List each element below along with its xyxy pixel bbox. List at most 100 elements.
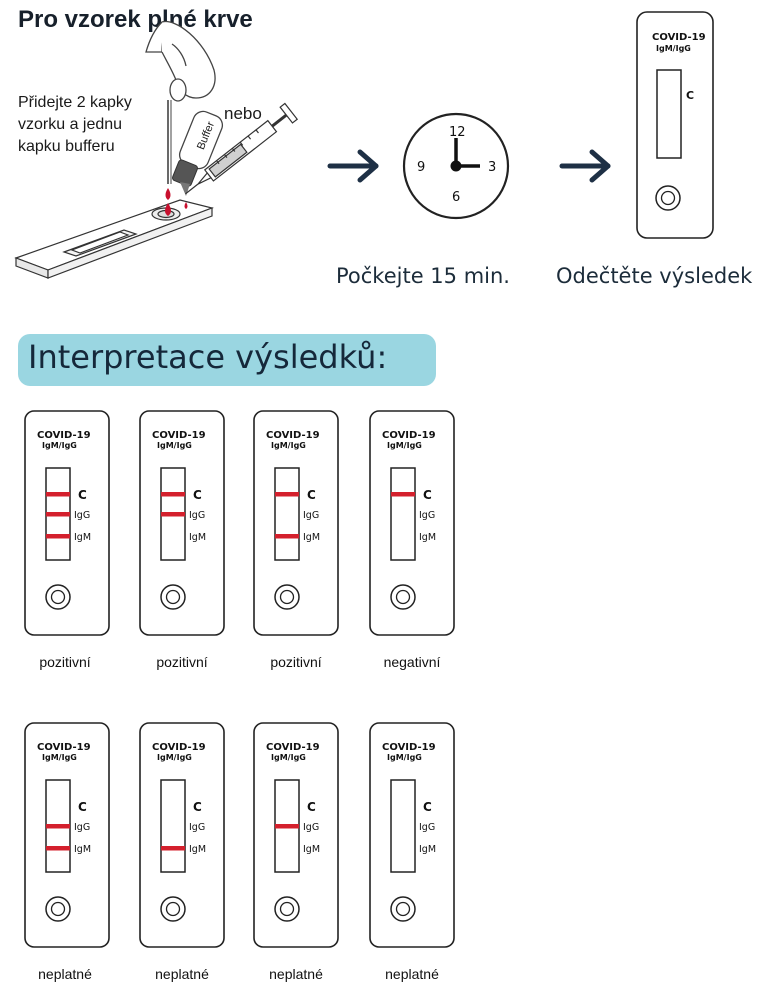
test-line-c	[161, 492, 185, 497]
cassette-subtitle: IgM/IgG	[271, 441, 306, 450]
control-line-label: C	[78, 800, 87, 814]
cassette-title: COVID-19	[152, 742, 206, 753]
test-line-c	[46, 492, 70, 497]
sample-well-inner	[50, 589, 66, 605]
control-line-label: C	[307, 488, 316, 502]
igg-line-label: IgG	[74, 822, 90, 833]
control-line-label: C	[307, 800, 316, 814]
wait-caption: Počkejte 15 min.	[336, 264, 510, 288]
cassette-title: COVID-19	[266, 430, 320, 441]
cassette-subtitle: IgM/IgG	[157, 753, 192, 762]
test-line-c	[275, 492, 299, 497]
result-label: neplatné	[38, 966, 92, 982]
test-line-c	[391, 492, 415, 497]
igg-line-label: IgG	[419, 510, 435, 521]
test-cassette-perspective	[14, 199, 215, 279]
arrow-right-icon	[327, 149, 379, 183]
syringe	[185, 102, 299, 195]
result-label: pozitivní	[156, 654, 208, 670]
test-line-igm	[46, 846, 70, 851]
cassette-subtitle: IgM/IgG	[387, 441, 422, 450]
control-line-label: C	[423, 488, 432, 502]
igg-line-label: IgG	[303, 510, 319, 521]
hand-pipette	[145, 20, 216, 184]
igm-line-label: IgM	[419, 844, 436, 855]
igm-line-label: IgM	[74, 532, 91, 543]
cassette-subtitle: IgM/IgG	[271, 753, 306, 762]
sample-well-inner	[165, 589, 181, 605]
igg-line-label: IgG	[189, 510, 205, 521]
control-line-label: C	[193, 488, 202, 502]
cassette-title: COVID-19	[382, 742, 436, 753]
instruction-text: Přidejte 2 kapky vzorku a jednu kapku bu…	[18, 94, 132, 155]
cassette-subtitle: IgM/IgG	[656, 44, 691, 53]
result-label: pozitivní	[39, 654, 91, 670]
cassette-title: COVID-19	[152, 430, 206, 441]
result-label: neplatné	[269, 966, 323, 982]
igg-line-label: IgG	[189, 822, 205, 833]
or-label: nebo	[224, 104, 262, 123]
cassette-subtitle: IgM/IgG	[42, 753, 77, 762]
igm-line-label: IgM	[419, 532, 436, 543]
result-label: negativní	[383, 654, 441, 670]
cassette-title: COVID-19	[37, 742, 91, 753]
cassette-title: COVID-19	[266, 742, 320, 753]
control-line-label: C	[193, 800, 202, 814]
buffer-bottle: Buffer	[172, 110, 224, 209]
read-result-caption: Odečtěte výsledek	[556, 264, 753, 288]
test-line-igg	[161, 512, 185, 517]
cassette-title: COVID-19	[652, 32, 706, 43]
clock-number-12: 12	[449, 125, 466, 140]
igm-line-label: IgM	[189, 532, 206, 543]
sample-well-inner	[395, 589, 411, 605]
sample-well-inner	[165, 901, 181, 917]
clock-number-3: 3	[488, 160, 496, 175]
sample-application-illustration: Buffer 12 3 6 9 COVI	[14, 11, 714, 279]
test-line-igm	[275, 534, 299, 539]
igg-line-label: IgG	[419, 822, 435, 833]
arrow-right-icon	[559, 149, 611, 183]
clock-number-9: 9	[417, 160, 425, 175]
result-label: pozitivní	[270, 654, 322, 670]
clock-icon: 12 3 6 9	[402, 112, 510, 220]
cassette-subtitle: IgM/IgG	[387, 753, 422, 762]
result-window	[274, 467, 300, 561]
sample-well-inner	[279, 589, 295, 605]
cassette-title: COVID-19	[382, 430, 436, 441]
sample-well-inner	[50, 901, 66, 917]
test-line-igg	[46, 824, 70, 829]
clock-number-6: 6	[452, 190, 460, 205]
sample-well-inner	[395, 901, 411, 917]
test-cassette-large: COVID-19 IgM/IgG C	[636, 11, 714, 239]
test-line-igg	[275, 824, 299, 829]
page-title: Pro vzorek plné krve	[18, 6, 253, 33]
result-window	[390, 779, 416, 873]
test-line-igg	[46, 512, 70, 517]
interpretation-banner	[18, 334, 436, 386]
result-window	[160, 779, 186, 873]
interpretation-heading: Interpretace výsledků:	[28, 338, 388, 376]
cassette-subtitle: IgM/IgG	[42, 441, 77, 450]
igm-line-label: IgM	[189, 844, 206, 855]
cassette-title: COVID-19	[37, 430, 91, 441]
control-line-label: C	[686, 89, 694, 102]
igm-line-label: IgM	[303, 844, 320, 855]
sample-well-inner	[279, 901, 295, 917]
igg-line-label: IgG	[303, 822, 319, 833]
result-window	[390, 467, 416, 561]
test-line-igm	[161, 846, 185, 851]
igm-line-label: IgM	[303, 532, 320, 543]
result-label: neplatné	[155, 966, 209, 982]
control-line-label: C	[78, 488, 87, 502]
blood-drops	[165, 188, 171, 216]
cassette-subtitle: IgM/IgG	[157, 441, 192, 450]
igm-line-label: IgM	[74, 844, 91, 855]
control-line-label: C	[423, 800, 432, 814]
